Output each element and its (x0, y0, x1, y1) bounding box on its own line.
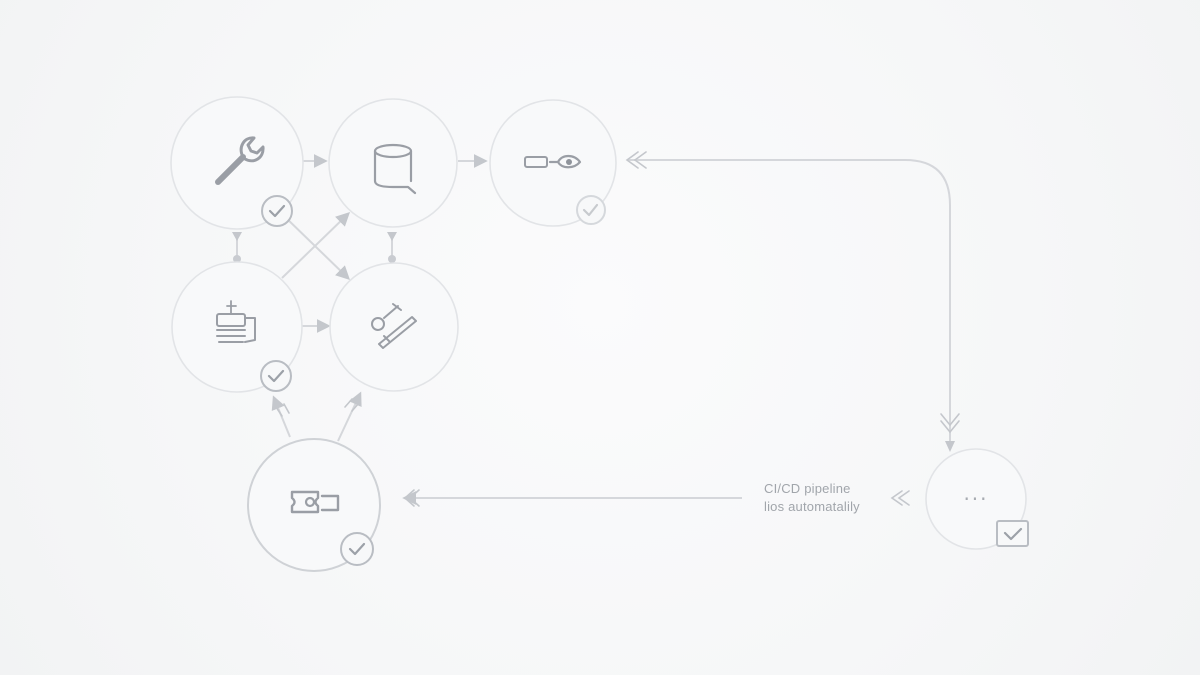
edge-deploy-package (271, 395, 291, 438)
node-package[interactable] (171, 261, 303, 393)
edge-deploy-tools (337, 391, 362, 442)
tick-mark-icon (344, 398, 360, 412)
more-icon: ··· (963, 487, 988, 511)
edges (232, 154, 955, 505)
edge-link-pending-head (945, 441, 955, 452)
caption-line-2: lios automatalily (764, 499, 860, 514)
link-icon (524, 154, 582, 169)
edge-link-pending (628, 159, 951, 448)
node-pending[interactable]: ··· (925, 448, 1029, 550)
check-badge (340, 532, 374, 566)
pen-tool-icon (371, 303, 417, 349)
edge-storage-tools-head (387, 232, 397, 241)
double-arrow-icon (940, 413, 960, 434)
check-badge (261, 195, 293, 227)
double-arrow-icon (403, 489, 420, 507)
node-deploy[interactable] (247, 438, 381, 572)
edge-storage-tools-dot (388, 255, 396, 263)
node-build[interactable] (170, 96, 304, 230)
layers-icon (216, 300, 256, 343)
wrench-icon (215, 136, 265, 185)
check-badge (576, 195, 606, 225)
pipeline-caption: CI/CD pipeline lios automatalily (764, 480, 924, 516)
database-icon (373, 143, 417, 195)
node-circle (329, 262, 459, 392)
node-tools[interactable] (329, 262, 459, 392)
ticket-icon (290, 490, 340, 514)
edge-build-package-dot (233, 255, 241, 263)
node-circle (328, 98, 458, 228)
double-arrow-icon (625, 151, 647, 169)
edge-build-tools (281, 213, 351, 280)
double-arrow-icon (890, 490, 910, 506)
tick-mark-icon (275, 403, 290, 417)
check-badge (260, 360, 292, 392)
caption-line-1: CI/CD pipeline (764, 481, 851, 496)
checkbox-icon[interactable] (996, 520, 1029, 547)
node-storage[interactable] (328, 98, 458, 228)
node-link[interactable] (489, 99, 617, 227)
edge-build-package-head (232, 232, 242, 241)
decorative-arrow-marks (275, 151, 960, 507)
